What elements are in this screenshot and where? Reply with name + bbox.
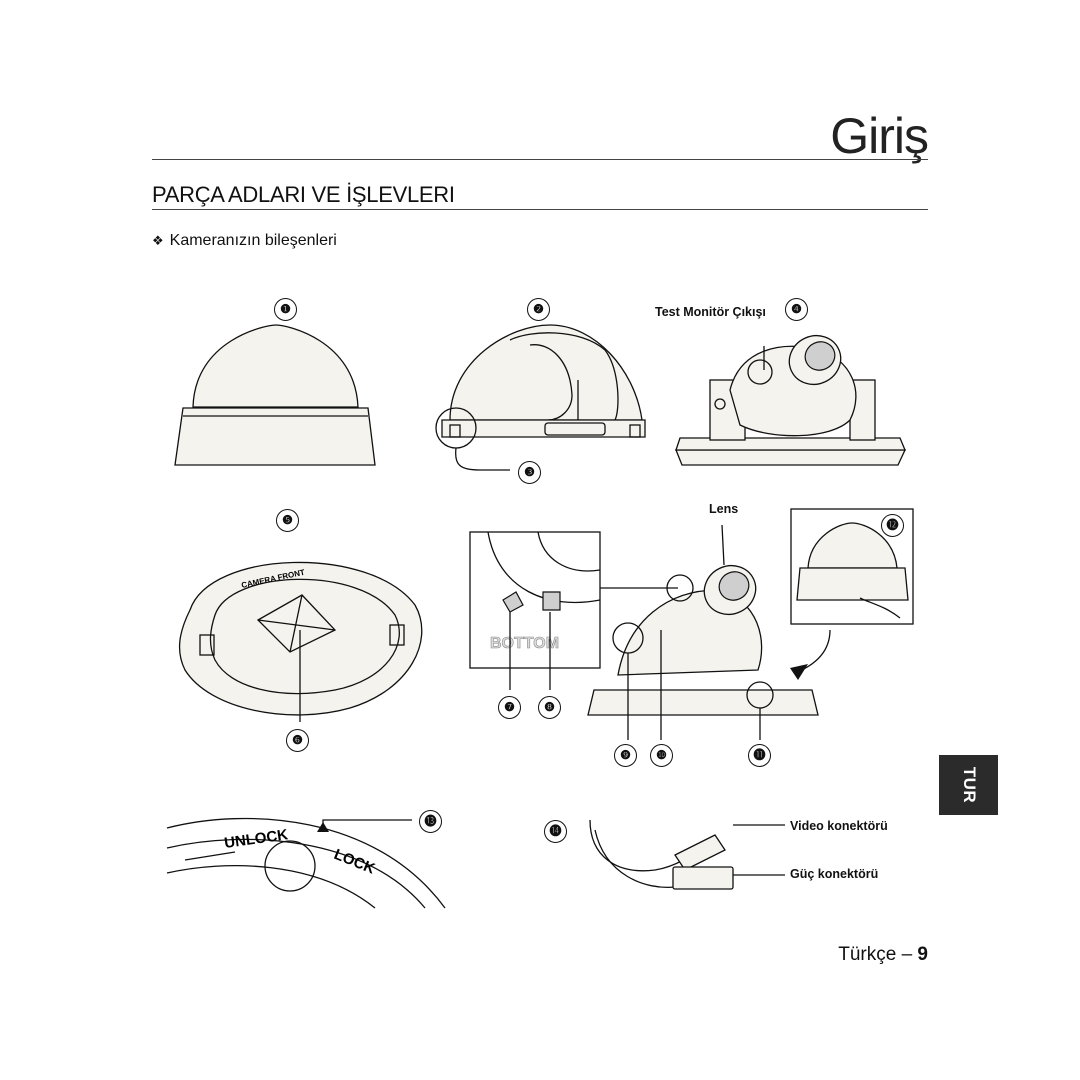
section-title: PARÇA ADLARI VE İŞLEVLERI bbox=[152, 182, 455, 207]
callout-9: ❾ bbox=[614, 744, 637, 767]
callout-11: ⓫ bbox=[748, 744, 771, 767]
callout-10: ❿ bbox=[650, 744, 673, 767]
lock-ring-illustration: UNLOCK LOCK bbox=[166, 817, 446, 909]
sub-heading-text: Kameranızın bileşenleri bbox=[169, 232, 337, 249]
camera-module-illustration bbox=[675, 334, 907, 466]
video-connector-label: Video konektörü bbox=[790, 819, 888, 833]
callout-6: ❻ bbox=[286, 729, 309, 752]
power-connector-label: Güç konektörü bbox=[790, 867, 879, 881]
sub-heading: ❖ Kameranızın bileşenleri bbox=[152, 231, 337, 251]
lens-label: Lens bbox=[709, 502, 739, 516]
callout-7: ❼ bbox=[498, 696, 521, 719]
page-number: 9 bbox=[917, 944, 928, 965]
callout-2: ❷ bbox=[527, 298, 550, 321]
test-monitor-label: Test Monitör Çıkışı bbox=[655, 305, 766, 319]
header-rule bbox=[152, 159, 928, 160]
unlock-text: UNLOCK bbox=[223, 826, 289, 852]
lock-text: LOCK bbox=[332, 846, 378, 878]
callout-4: ❹ bbox=[785, 298, 808, 321]
cable-connectors-illustration bbox=[589, 819, 785, 890]
language-tab-label: TUR bbox=[959, 766, 979, 804]
footer-language: Türkçe – bbox=[838, 944, 913, 965]
callout-3: ❸ bbox=[518, 461, 541, 484]
callout-5: ❺ bbox=[276, 509, 299, 532]
callout-1: ❶ bbox=[274, 298, 297, 321]
dome-cover-illustration bbox=[174, 324, 376, 466]
dome-shield-illustration bbox=[435, 324, 646, 471]
callout-14: ⓮ bbox=[544, 820, 567, 843]
callout-12: ⓬ bbox=[881, 514, 904, 537]
dome-cable-illustration bbox=[790, 508, 914, 680]
bullet-icon: ❖ bbox=[152, 233, 164, 248]
section-rule bbox=[152, 209, 928, 210]
callout-13: ⓭ bbox=[419, 810, 442, 833]
language-tab: TUR bbox=[939, 755, 998, 815]
callout-8: ❽ bbox=[538, 696, 561, 719]
chapter-title: Giriş bbox=[830, 108, 929, 164]
bottom-text: BOTTOM bbox=[490, 635, 559, 652]
page-footer: Türkçe – 9 bbox=[838, 944, 928, 966]
camera-detail-illustration: BOTTOM bbox=[469, 524, 819, 740]
mounting-plate-illustration: CAMERA FRONT bbox=[178, 561, 423, 722]
